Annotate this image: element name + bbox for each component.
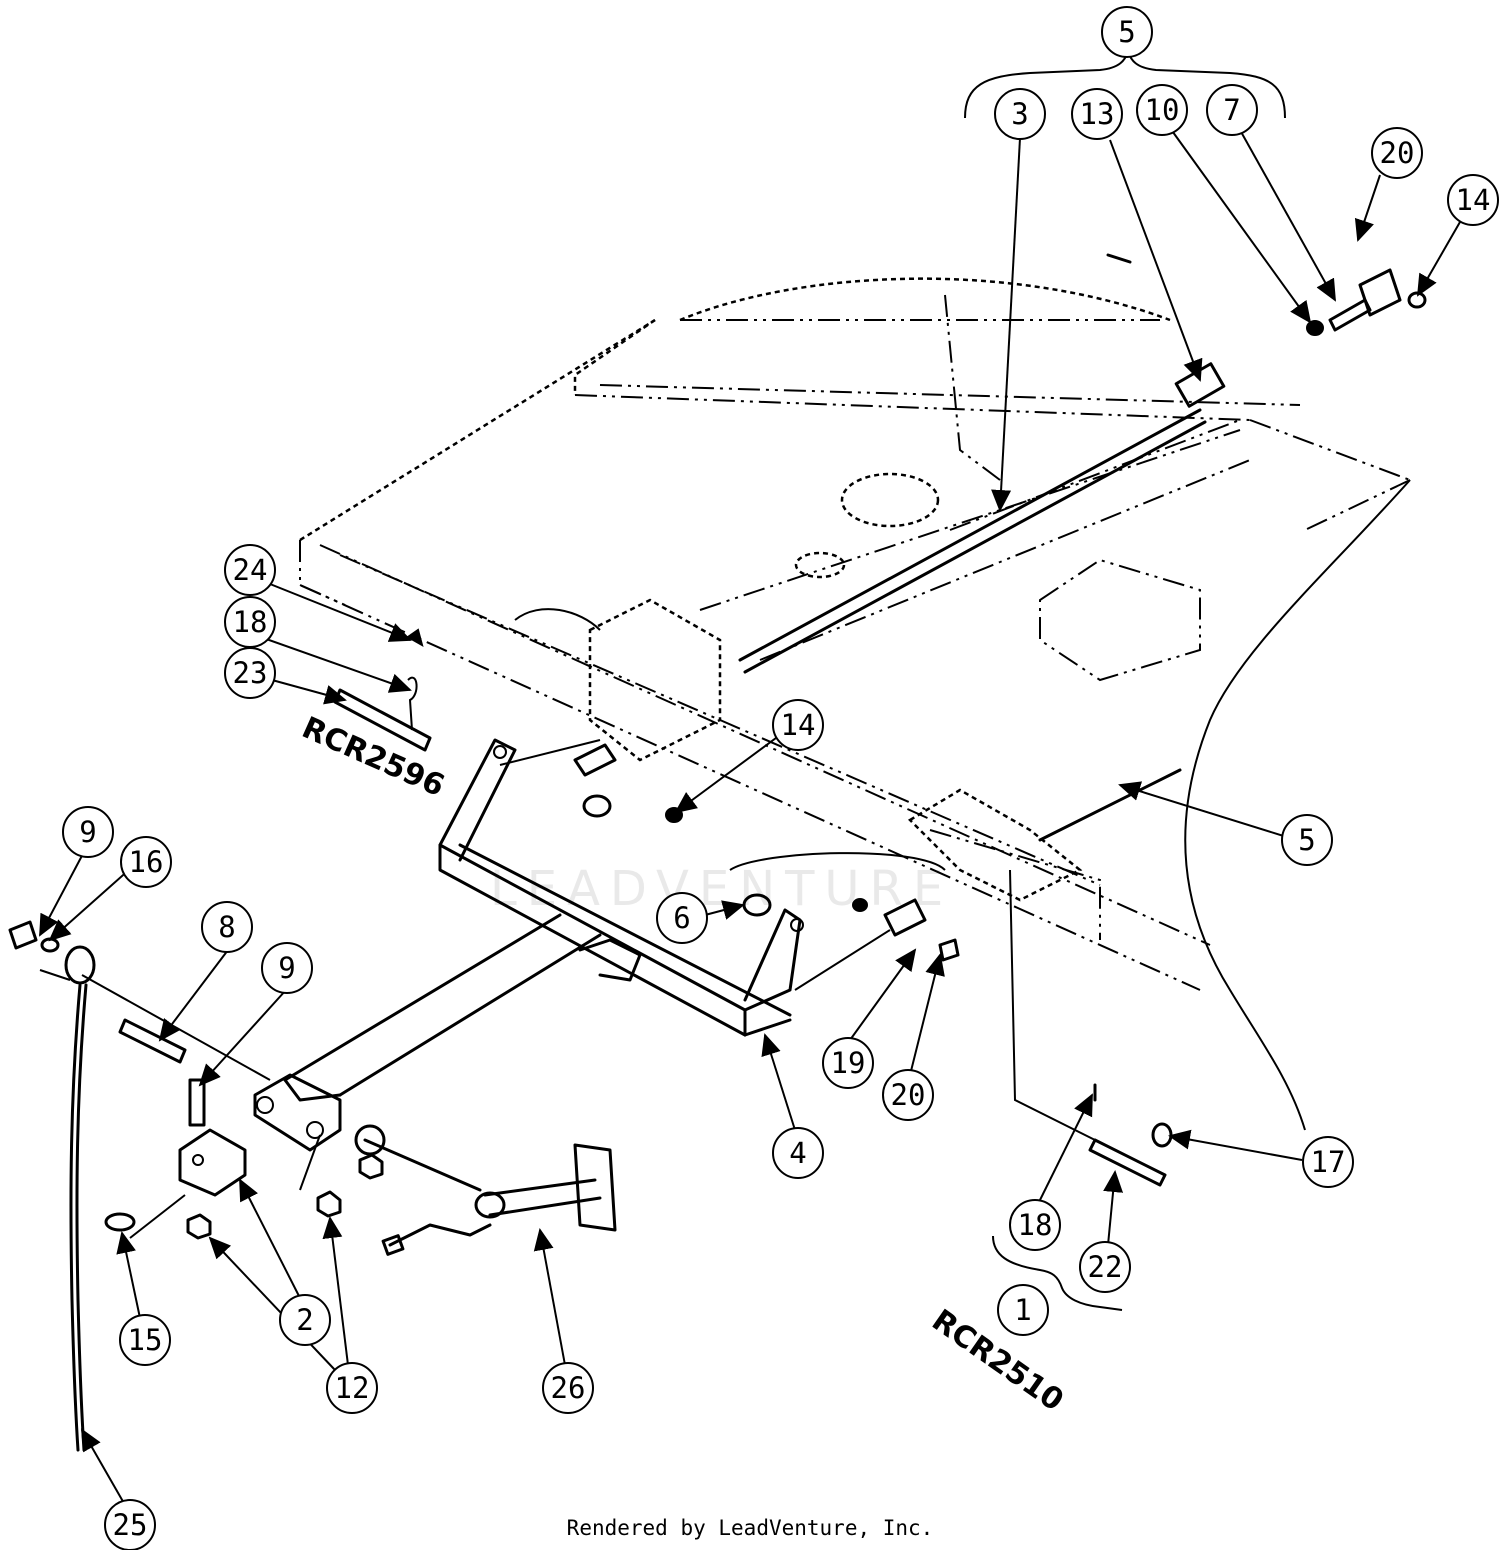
callout-1: 1 bbox=[997, 1284, 1049, 1336]
svg-text:10: 10 bbox=[1145, 93, 1180, 127]
svg-text:20: 20 bbox=[891, 1078, 926, 1112]
pivot-rod bbox=[738, 362, 1226, 842]
render-credit: Rendered by LeadVenture, Inc. bbox=[566, 1516, 934, 1540]
svg-text:22: 22 bbox=[1088, 1250, 1123, 1284]
callout-18: 18 bbox=[1009, 1199, 1061, 1251]
svg-text:23: 23 bbox=[233, 656, 268, 690]
hitch-frame bbox=[253, 738, 804, 1156]
callouts: 5 3 13 10 7 20 14 24 18 23 14 5 6 9 16 8… bbox=[62, 6, 1499, 1550]
callout-11: 10 bbox=[1136, 84, 1188, 136]
svg-text:1: 1 bbox=[1014, 1293, 1031, 1327]
callout-20-bottom: 20 bbox=[882, 1069, 934, 1121]
svg-text:2: 2 bbox=[296, 1303, 313, 1337]
callout-7: 7 bbox=[1206, 84, 1258, 136]
callout-5-right: 5 bbox=[1281, 814, 1333, 866]
callout-15: 15 bbox=[119, 1314, 171, 1366]
callout-20-top: 20 bbox=[1371, 127, 1423, 179]
svg-text:3: 3 bbox=[1011, 97, 1028, 131]
svg-text:5: 5 bbox=[1298, 823, 1315, 857]
callout-23: 23 bbox=[224, 647, 276, 699]
callout-24: 24 bbox=[224, 544, 276, 596]
watermark-text: LEADVENTURE bbox=[490, 861, 953, 917]
callout-26: 26 bbox=[542, 1362, 594, 1414]
svg-text:16: 16 bbox=[129, 845, 164, 879]
callout-6: 6 bbox=[656, 892, 708, 944]
callout-2: 2 bbox=[279, 1294, 331, 1346]
callout-21: 18 bbox=[224, 596, 276, 648]
hardware bbox=[8, 253, 1427, 1452]
svg-text:6: 6 bbox=[673, 901, 690, 935]
model-label-rcr2596: RCR2596 bbox=[297, 710, 450, 804]
callout-25: 25 bbox=[104, 1499, 156, 1550]
svg-text:25: 25 bbox=[113, 1508, 148, 1542]
svg-text:13: 13 bbox=[1080, 97, 1115, 131]
svg-text:8: 8 bbox=[218, 910, 235, 944]
callout-3: 3 bbox=[994, 88, 1046, 140]
callout-14-top: 14 bbox=[1447, 174, 1499, 226]
svg-text:4: 4 bbox=[789, 1136, 806, 1170]
svg-text:14: 14 bbox=[1456, 183, 1491, 217]
leader-lines bbox=[39, 49, 1461, 1506]
svg-text:9: 9 bbox=[79, 815, 96, 849]
lift-bracket bbox=[514, 598, 1083, 902]
mower-deck bbox=[299, 277, 1411, 1131]
svg-text:20: 20 bbox=[1380, 136, 1415, 170]
svg-text:26: 26 bbox=[551, 1371, 586, 1405]
callout-19: 19 bbox=[822, 1037, 874, 1089]
model-label-rcr2510: RCR2510 bbox=[925, 1303, 1069, 1419]
callout-8: 8 bbox=[201, 901, 253, 953]
svg-text:7: 7 bbox=[1223, 93, 1240, 127]
svg-text:12: 12 bbox=[335, 1371, 370, 1405]
svg-text:18: 18 bbox=[1018, 1208, 1053, 1242]
svg-text:9: 9 bbox=[278, 951, 295, 985]
callout-13: 13 bbox=[1071, 88, 1123, 140]
callout-16: 16 bbox=[120, 836, 172, 888]
callout-12: 12 bbox=[326, 1362, 378, 1414]
svg-text:18: 18 bbox=[233, 605, 268, 639]
svg-text:15: 15 bbox=[128, 1323, 163, 1357]
callout-22: 22 bbox=[1079, 1241, 1131, 1293]
callout-17: 17 bbox=[1302, 1136, 1354, 1188]
callout-14-mid: 14 bbox=[772, 699, 824, 751]
callout-5-top: 5 bbox=[1101, 6, 1153, 58]
callout-10: 9 bbox=[62, 806, 114, 858]
callout-4: 4 bbox=[772, 1127, 824, 1179]
svg-text:24: 24 bbox=[233, 553, 268, 587]
svg-text:19: 19 bbox=[831, 1046, 866, 1080]
svg-text:17: 17 bbox=[1311, 1145, 1346, 1179]
svg-text:14: 14 bbox=[781, 708, 816, 742]
callout-9: 9 bbox=[261, 942, 313, 994]
svg-text:5: 5 bbox=[1118, 15, 1135, 49]
